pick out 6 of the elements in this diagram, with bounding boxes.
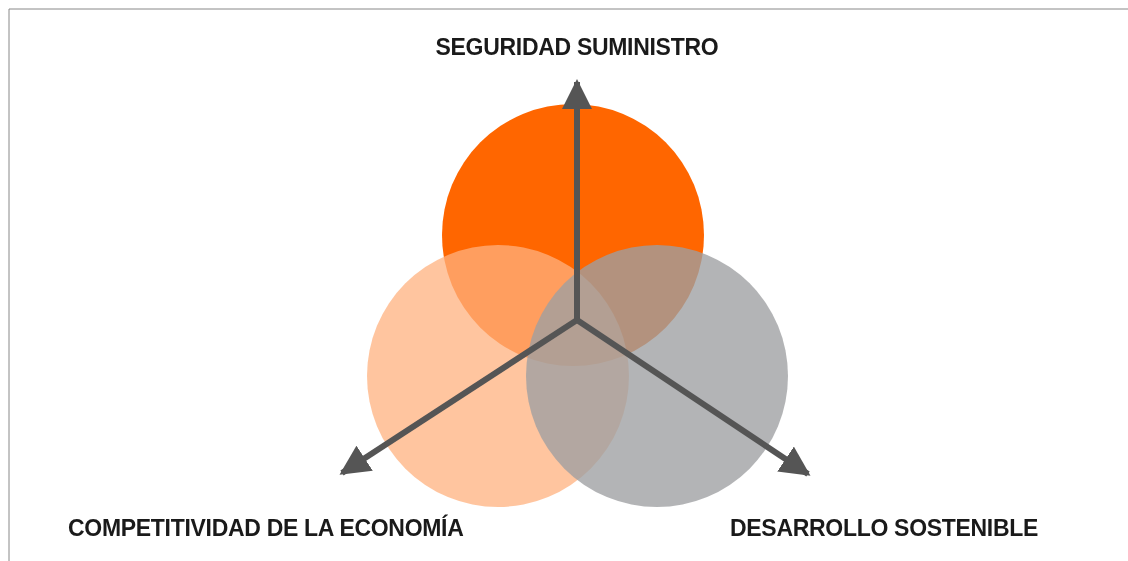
axis-label: DESARROLLO SOSTENIBLE: [730, 515, 1039, 542]
axis-label: SEGURIDAD SUMINISTRO: [435, 34, 719, 61]
arrow: [562, 79, 592, 320]
arrow: [575, 317, 811, 477]
axis-label: COMPETITIVIDAD DE LA ECONOMÍA: [68, 515, 464, 542]
arrow: [339, 317, 579, 476]
